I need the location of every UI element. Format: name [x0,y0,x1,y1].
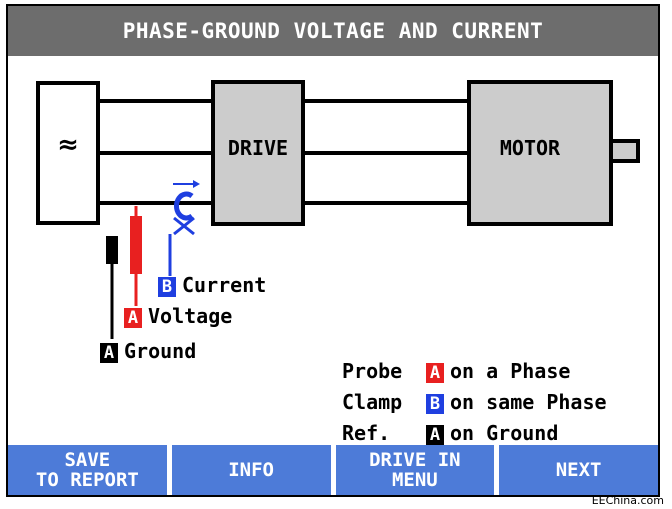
ground-label-text: Ground [124,339,197,363]
motor-shaft [609,139,640,163]
ground-label: A Ground [100,339,196,363]
watermark: EEChina.com [591,494,664,507]
source-symbol-icon: ≈ [57,130,79,160]
clamp-b-badge: B [426,393,444,414]
voltage-probe-icon [130,206,142,306]
info-button[interactable]: INFO [171,445,331,495]
ground-probe-icon [106,236,118,339]
drive-label: DRIVE [228,136,288,160]
phase-lines [96,99,470,205]
probe-b-badge: B [158,276,176,297]
save-to-report-button[interactable]: SAVE TO REPORT [8,445,167,495]
current-clamp-icon [168,180,200,276]
motor-label: MOTOR [500,136,561,160]
ref-a-badge: A [426,424,444,445]
drive-box [211,80,305,226]
voltage-label-text: Voltage [148,304,233,328]
ground-a-badge: A [100,342,118,363]
connection-diagram: ≈ DRIVE MOTOR [36,80,640,339]
next-button[interactable]: NEXT [499,445,658,495]
probe-a-badge: A [426,362,444,383]
current-label: B Current [158,273,266,297]
softkey-bar: SAVE TO REPORT INFO DRIVE IN MENU NEXT [8,445,658,495]
drive-in-menu-button[interactable]: DRIVE IN MENU [335,445,495,495]
current-label-text: Current [182,273,267,297]
probe-a-badge: A [124,307,142,328]
scope-screen: PHASE-GROUND VOLTAGE AND CURRENT ≈ DRIVE… [6,4,660,497]
page-title: PHASE-GROUND VOLTAGE AND CURRENT [8,6,658,56]
voltage-label: A Voltage [124,304,232,328]
source-box [36,81,100,225]
